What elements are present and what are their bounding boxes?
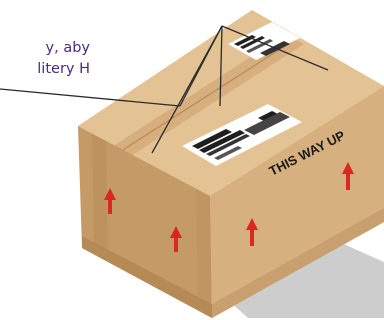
callout-text: y, aby litery H [37,38,90,80]
box-front-tape [92,134,108,255]
callout-line-2: litery H [37,59,90,80]
callout-line-1: y, aby [37,38,90,59]
